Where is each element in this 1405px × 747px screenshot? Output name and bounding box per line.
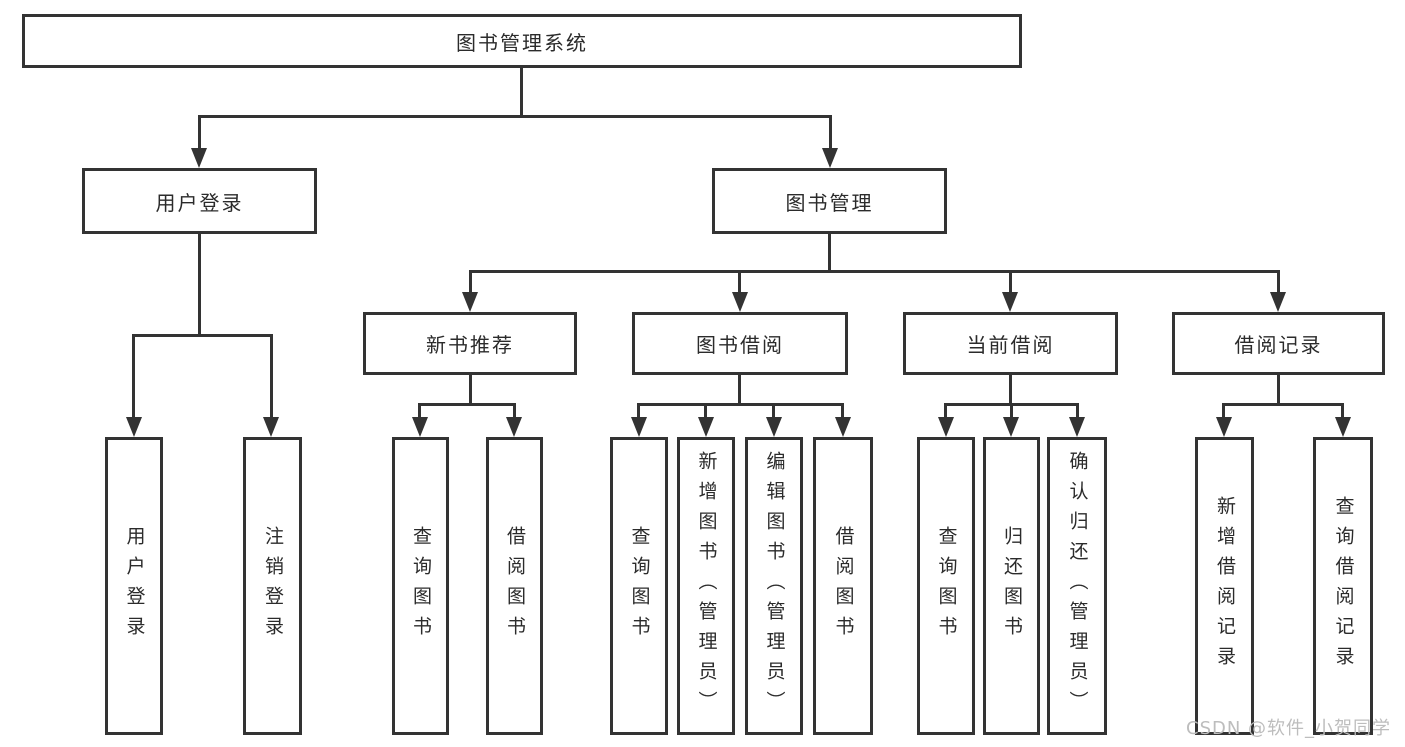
connector-newbook-stub xyxy=(469,375,472,406)
arrow-down-icon xyxy=(1216,417,1232,437)
leaf-label: 注销登录 xyxy=(262,526,284,646)
connector-arrow-shaft xyxy=(270,334,273,420)
connector-root-rail xyxy=(198,115,832,118)
csdn-watermark: CSDN @软件_小贺同学 xyxy=(1186,718,1392,739)
connector-bookmgmt-stub xyxy=(828,233,831,273)
arrow-down-icon xyxy=(263,417,279,437)
connector-arrow-shaft xyxy=(637,403,640,420)
arrow-down-icon xyxy=(1002,292,1018,312)
connector-borrowrecords-rail xyxy=(1222,403,1344,406)
node-label: 当前借阅 xyxy=(966,333,1055,357)
connector-arrow-shaft xyxy=(944,403,947,420)
leaf-label: 确认归还（管理员） xyxy=(1066,451,1089,721)
leaf-label: 归还图书 xyxy=(1001,526,1023,646)
connector-arrow-shaft xyxy=(738,270,741,296)
connector-bookborrow-rail xyxy=(637,403,844,406)
connector-bookmgmt-rail xyxy=(469,270,1280,273)
leaf-label: 新增借阅记录 xyxy=(1214,496,1236,676)
connector-arrow-shaft xyxy=(829,115,832,153)
node-borrow-records: 借阅记录 xyxy=(1172,312,1385,375)
leaf-label: 编辑图书（管理员） xyxy=(763,451,786,721)
leaf-label: 新增图书（管理员） xyxy=(695,451,718,721)
arrow-down-icon xyxy=(191,148,207,168)
arrow-down-icon xyxy=(631,417,647,437)
arrow-down-icon xyxy=(1069,417,1085,437)
leaf-confirm-return-admin: 确认归还（管理员） xyxy=(1047,437,1107,735)
leaf-query-books-3: 查询图书 xyxy=(917,437,975,735)
connector-userlogin-stub xyxy=(198,233,201,337)
arrow-down-icon xyxy=(835,417,851,437)
leaf-logout: 注销登录 xyxy=(243,437,302,735)
node-label: 图书借阅 xyxy=(696,333,784,357)
node-current-borrow: 当前借阅 xyxy=(903,312,1118,375)
leaf-label: 查询图书 xyxy=(935,526,958,646)
arrow-down-icon xyxy=(698,417,714,437)
arrow-down-icon xyxy=(1335,417,1351,437)
arrow-down-icon xyxy=(506,417,522,437)
leaf-label: 借阅图书 xyxy=(504,526,526,646)
node-system-root: 图书管理系统 xyxy=(22,14,1022,68)
connector-arrow-shaft xyxy=(704,403,707,420)
leaf-label: 用户登录 xyxy=(123,526,146,646)
leaf-return-book: 归还图书 xyxy=(983,437,1040,735)
node-user-login: 用户登录 xyxy=(82,168,317,234)
connector-root-stub xyxy=(520,67,523,118)
connector-arrow-shaft xyxy=(513,403,516,420)
node-book-management: 图书管理 xyxy=(712,168,947,234)
connector-arrow-shaft xyxy=(772,403,775,420)
arrow-down-icon xyxy=(938,417,954,437)
connector-currentborrow-stub xyxy=(1009,375,1012,406)
connector-arrow-shaft xyxy=(1076,403,1079,420)
node-label: 借阅记录 xyxy=(1234,333,1323,357)
connector-arrow-shaft xyxy=(418,403,421,420)
leaf-add-borrow-record: 新增借阅记录 xyxy=(1195,437,1254,735)
leaf-edit-book-admin: 编辑图书（管理员） xyxy=(745,437,803,735)
node-label: 图书管理 xyxy=(785,190,874,215)
leaf-user-login: 用户登录 xyxy=(105,437,163,735)
leaf-borrow-books-2: 借阅图书 xyxy=(813,437,873,735)
arrow-down-icon xyxy=(766,417,782,437)
connector-borrowrecords-stub xyxy=(1277,375,1280,406)
leaf-query-books-1: 查询图书 xyxy=(392,437,449,735)
connector-arrow-shaft xyxy=(1277,270,1280,296)
arrow-down-icon xyxy=(732,292,748,312)
connector-bookborrow-stub xyxy=(738,375,741,406)
node-book-borrow: 图书借阅 xyxy=(632,312,848,375)
arrow-down-icon xyxy=(1003,417,1019,437)
connector-arrow-shaft xyxy=(841,403,844,420)
connector-arrow-shaft xyxy=(1222,403,1225,420)
leaf-borrow-books-1: 借阅图书 xyxy=(486,437,543,735)
node-label: 新书推荐 xyxy=(426,333,514,357)
connector-arrow-shaft xyxy=(1010,403,1013,420)
leaf-query-books-2: 查询图书 xyxy=(610,437,668,735)
leaf-add-book-admin: 新增图书（管理员） xyxy=(677,437,735,735)
arrow-down-icon xyxy=(822,148,838,168)
node-label: 图书管理系统 xyxy=(456,30,588,55)
arrow-down-icon xyxy=(1270,292,1286,312)
node-new-book-recommend: 新书推荐 xyxy=(363,312,577,375)
connector-arrow-shaft xyxy=(469,270,472,296)
leaf-label: 查询借阅记录 xyxy=(1332,496,1355,676)
leaf-label: 借阅图书 xyxy=(832,526,855,646)
connector-arrow-shaft xyxy=(1009,270,1012,296)
arrow-down-icon xyxy=(462,292,478,312)
connector-arrow-shaft xyxy=(132,334,135,420)
arrow-down-icon xyxy=(412,417,428,437)
node-label: 用户登录 xyxy=(155,190,244,215)
connector-newbook-rail xyxy=(418,403,516,406)
leaf-query-borrow-record: 查询借阅记录 xyxy=(1313,437,1373,735)
leaf-label: 查询图书 xyxy=(628,526,651,646)
arrow-down-icon xyxy=(126,417,142,437)
connector-arrow-shaft xyxy=(1341,403,1344,420)
leaf-label: 查询图书 xyxy=(410,526,432,646)
connector-userlogin-rail xyxy=(132,334,273,337)
connector-arrow-shaft xyxy=(198,115,201,153)
